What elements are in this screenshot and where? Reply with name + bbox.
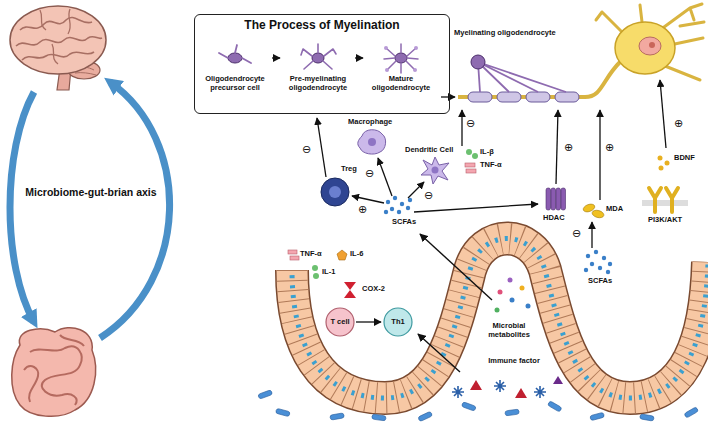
effect-sign: ⊖ <box>365 168 374 179</box>
effect-sign: ⊕ <box>605 142 614 153</box>
scfa-dots <box>384 196 612 274</box>
arrow-lines <box>317 80 666 248</box>
oligodendrocyte-icon <box>298 41 338 75</box>
part-label: Myelinating oligodendrocyte <box>454 29 556 38</box>
stage-cell: Pre-myelinating oligodendrocyte <box>282 41 354 92</box>
flow-arrow <box>272 57 280 58</box>
part-label: TNF-α <box>300 250 322 259</box>
cell-name: T cell <box>330 318 349 327</box>
effect-sign: ⊕ <box>358 204 367 215</box>
cell-name: Pre-myelinating oligodendrocyte <box>282 75 354 92</box>
group-box: The Process of MyelinationOligodendrocyt… <box>194 14 450 114</box>
neuron-illustration <box>458 4 704 102</box>
axis-arrow <box>10 92 34 322</box>
part-label: Dendritic Cell <box>405 146 453 155</box>
oligodendrocyte-icon <box>381 41 421 75</box>
arrow-line <box>420 234 492 300</box>
part-label: TNF-α <box>480 161 502 170</box>
immune-cell: Th1 <box>383 307 413 337</box>
epithelium <box>292 239 708 399</box>
part-label: IL-6 <box>350 250 363 259</box>
immune-cell: T cell <box>325 307 355 337</box>
bacteria <box>258 390 699 422</box>
effect-sign: ⊖ <box>572 228 581 239</box>
part-label: COX-2 <box>362 285 385 294</box>
part-label: HDAC <box>543 214 565 223</box>
stage-cell: Mature oligodendrocyte <box>365 41 437 92</box>
immune-factors <box>452 376 563 398</box>
axis-label: Microbiome-gut-brian axis <box>24 186 158 198</box>
cell-name: Oligodendrocyte precursor cell <box>199 75 271 92</box>
metabolites <box>495 278 531 313</box>
part-label: SCFAs <box>392 218 416 227</box>
part-label: Treg <box>341 165 357 174</box>
arrow-line <box>418 334 460 372</box>
box-heading: The Process of Myelination <box>195 18 449 32</box>
part-label: Microbial metabolites <box>480 322 538 339</box>
immune-cells <box>321 130 478 206</box>
effect-sign: ⊖ <box>302 144 311 155</box>
part-label: MDA <box>606 205 623 214</box>
oligodendrocyte-icon <box>215 41 255 75</box>
axis-arrow <box>100 82 170 338</box>
arrow-line <box>441 96 455 97</box>
effect-sign: ⊕ <box>674 118 683 129</box>
part-label: PI3K/AKT <box>648 216 682 225</box>
cell-name: Th1 <box>391 318 404 327</box>
cytokines <box>288 250 356 298</box>
stage-cell: Oligodendrocyte precursor cell <box>199 41 271 92</box>
part-label: SCFAs <box>588 277 612 286</box>
part-label: IL-β <box>480 148 494 157</box>
flow-arrow <box>355 57 363 58</box>
intestine-icon <box>12 328 96 417</box>
part-label: Macrophage <box>348 118 392 127</box>
receptors <box>546 156 688 219</box>
part-label: Immune factor <box>484 357 544 366</box>
effect-sign: ⊕ <box>564 142 573 153</box>
brain-icon <box>10 6 106 90</box>
effect-sign: ⊖ <box>424 190 433 201</box>
effect-sign: ⊖ <box>466 118 475 129</box>
cell-name: Mature oligodendrocyte <box>365 75 437 92</box>
part-label: BDNF <box>674 154 695 163</box>
flow-arrow <box>356 321 381 322</box>
part-label: IL-1 <box>322 268 335 277</box>
